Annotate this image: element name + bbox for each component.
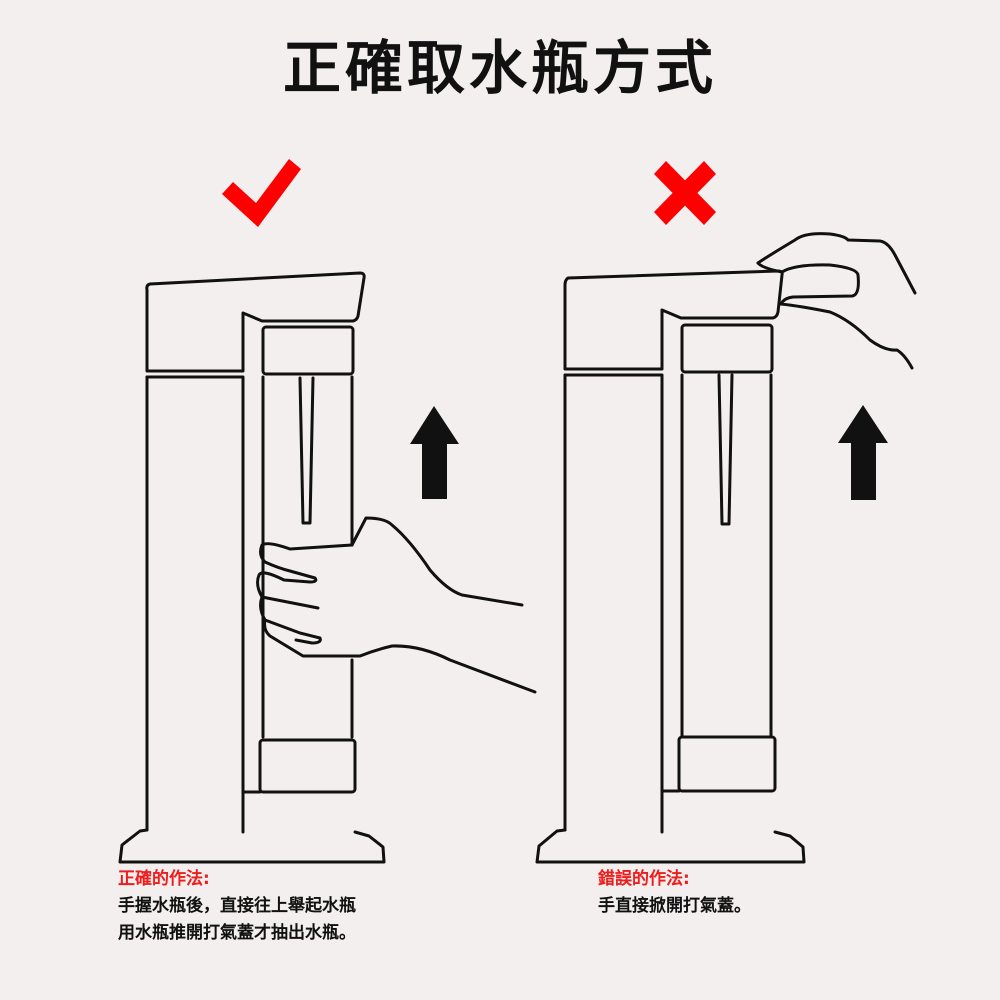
caption-line: 手直接掀開打氣蓋。 [598, 896, 751, 916]
caption-line: 手握水瓶後，直接往上舉起水瓶 [118, 896, 356, 916]
page-title: 正確取水瓶方式 [282, 34, 717, 102]
arrow-up-icon [838, 405, 888, 500]
check-icon [222, 159, 301, 227]
soda-machine-2 [535, 232, 917, 864]
panel-wrong [535, 161, 917, 864]
panel-correct [118, 159, 537, 864]
caption-line: 用水瓶推開打氣蓋才抽出水瓶。 [118, 923, 356, 943]
caption-wrong: 錯誤的作法: 手直接掀開打氣蓋。 [598, 866, 751, 920]
caption-heading: 錯誤的作法: [598, 869, 690, 889]
caption-correct: 正確的作法: 手握水瓶後，直接往上舉起水瓶 用水瓶推開打氣蓋才抽出水瓶。 [118, 866, 356, 947]
soda-machine [118, 271, 537, 864]
cross-icon [654, 161, 716, 225]
caption-heading: 正確的作法: [118, 869, 210, 889]
arrow-up-icon [410, 406, 459, 499]
